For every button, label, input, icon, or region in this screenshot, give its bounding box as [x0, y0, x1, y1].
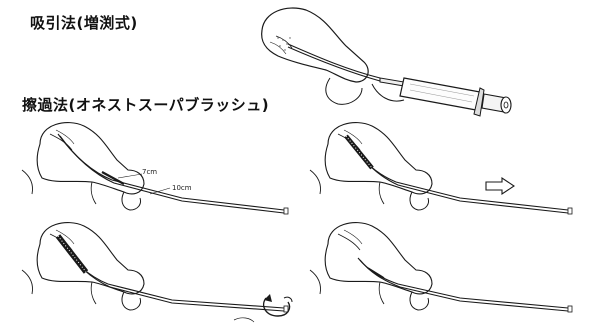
label-7cm: 7cm	[142, 168, 157, 176]
brush-panel-push	[310, 123, 572, 214]
uterus-outline	[262, 8, 369, 82]
rotate-arrow-icon	[264, 294, 292, 316]
brush-panel-withdraw	[310, 223, 572, 312]
brush-panel-rotate	[22, 223, 292, 322]
syringe	[380, 78, 511, 116]
label-10cm: 10cm	[172, 184, 192, 192]
arrow-right-icon	[486, 178, 514, 194]
brush-head	[368, 268, 384, 278]
catheter	[288, 44, 380, 78]
brush-panel-insert: 7cm 10cm	[22, 123, 288, 214]
suction-illustration	[262, 8, 511, 116]
